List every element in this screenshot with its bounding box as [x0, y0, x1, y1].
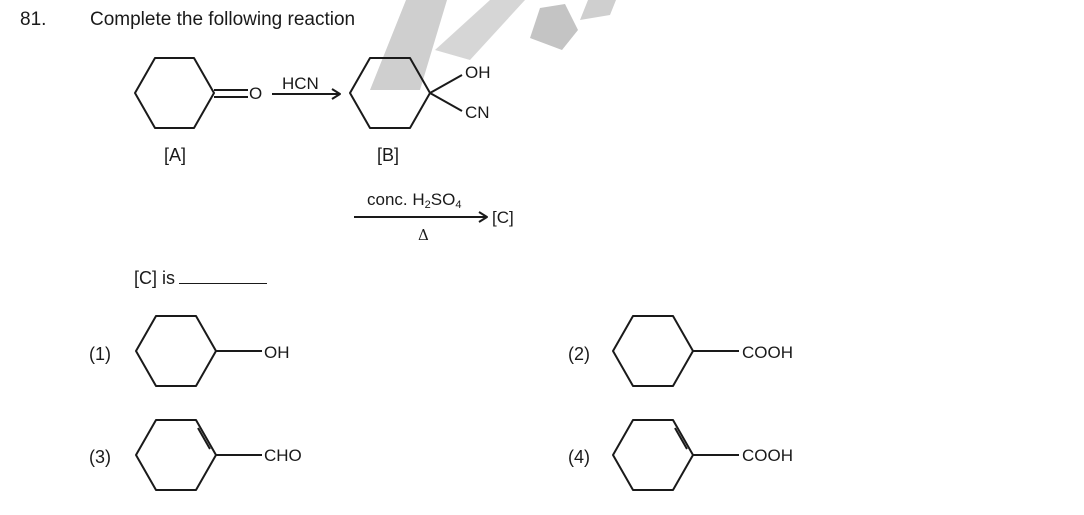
option-3-number[interactable]: (3)	[89, 447, 111, 467]
prompt-c-is: [C] is	[134, 268, 268, 289]
compound-b-oh-group: OH	[465, 63, 491, 82]
option-4-number[interactable]: (4)	[568, 447, 590, 467]
option-1-group: OH	[264, 343, 290, 362]
question-prompt: Complete the following reaction	[90, 9, 356, 30]
reagent-2-so: SO	[430, 190, 456, 209]
option-1-structure[interactable]	[0, 0, 262, 387]
reagent-2-subscript-4: 4	[455, 199, 462, 211]
option-2-group: COOH	[742, 343, 793, 362]
option-3-group: CHO	[264, 446, 302, 465]
watermark-logo	[370, 0, 616, 90]
reaction-arrow-1	[272, 88, 341, 100]
reagent-hcn: HCN	[282, 74, 319, 93]
compound-b-structure	[349, 57, 463, 129]
compound-b-cn-group: CN	[465, 103, 490, 122]
compound-a-oxygen: O	[249, 84, 263, 103]
compound-a-structure	[134, 57, 248, 129]
reagent-conc-h2so4: conc. H2SO4	[367, 190, 461, 211]
reaction-condition-heat: Δ	[418, 226, 429, 244]
option-2-number[interactable]: (2)	[568, 344, 590, 364]
answer-blank	[179, 269, 268, 284]
question-number: 81.	[20, 9, 47, 30]
compound-b-label: [B]	[377, 145, 400, 165]
compound-a-label: [A]	[164, 145, 187, 165]
option-4-structure[interactable]	[0, 0, 739, 491]
prompt-c-text: [C] is	[134, 268, 176, 288]
reaction-arrow-2	[354, 211, 488, 223]
option-2-structure[interactable]	[0, 0, 739, 387]
product-c-label: [C]	[492, 208, 514, 227]
option-3-structure[interactable]	[0, 0, 262, 491]
reagent-2-subscript-2: 2	[424, 199, 431, 211]
option-1-number[interactable]: (1)	[89, 344, 111, 364]
reagent-2-prefix: conc. H	[367, 190, 425, 209]
option-4-group: COOH	[742, 446, 793, 465]
